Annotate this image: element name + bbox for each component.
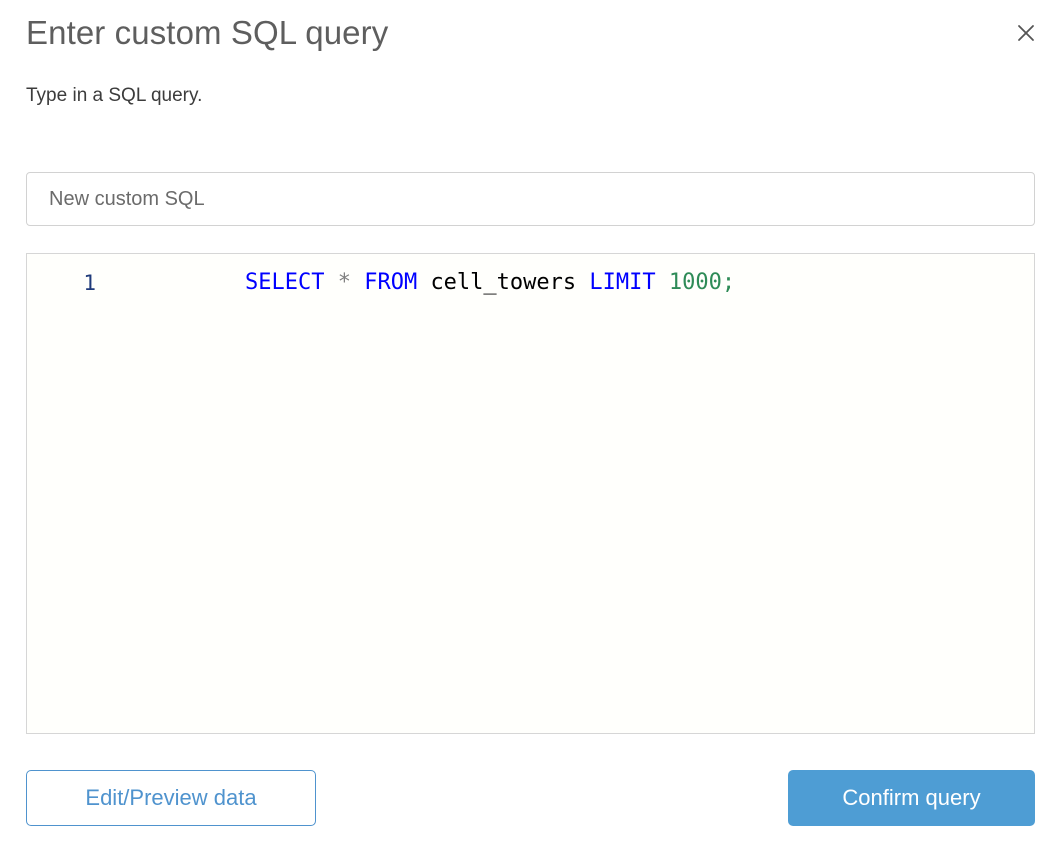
- sql-token-space: [417, 270, 430, 295]
- sql-token-keyword: FROM: [364, 270, 418, 295]
- sql-token-identifier: cell_towers: [430, 270, 577, 295]
- sql-token-space: [576, 270, 589, 295]
- code-text: SELECT * FROM cell_towers LIMIT 1000;: [100, 254, 736, 331]
- sql-token-punctuation: ;: [721, 270, 736, 295]
- confirm-query-button[interactable]: Confirm query: [788, 770, 1035, 826]
- close-icon[interactable]: [1009, 16, 1043, 50]
- sql-token-space: [656, 270, 669, 295]
- sql-token-keyword: SELECT: [244, 270, 325, 295]
- sql-token-space: [324, 270, 337, 295]
- sql-token-number: 1000: [668, 270, 722, 295]
- dialog-subtitle: Type in a SQL query.: [26, 85, 203, 106]
- sql-token-space: [351, 270, 364, 295]
- edit-preview-data-button[interactable]: Edit/Preview data: [26, 770, 316, 826]
- sql-code-editor[interactable]: 1 SELECT * FROM cell_towers LIMIT 1000;: [26, 253, 1035, 734]
- code-line: 1 SELECT * FROM cell_towers LIMIT 1000;: [27, 267, 1034, 299]
- line-number: 1: [83, 271, 96, 295]
- sql-token-keyword: LIMIT: [589, 270, 656, 295]
- page-title: Enter custom SQL query: [26, 14, 389, 51]
- sql-token-operator: *: [337, 270, 351, 295]
- query-name-input[interactable]: [26, 172, 1035, 226]
